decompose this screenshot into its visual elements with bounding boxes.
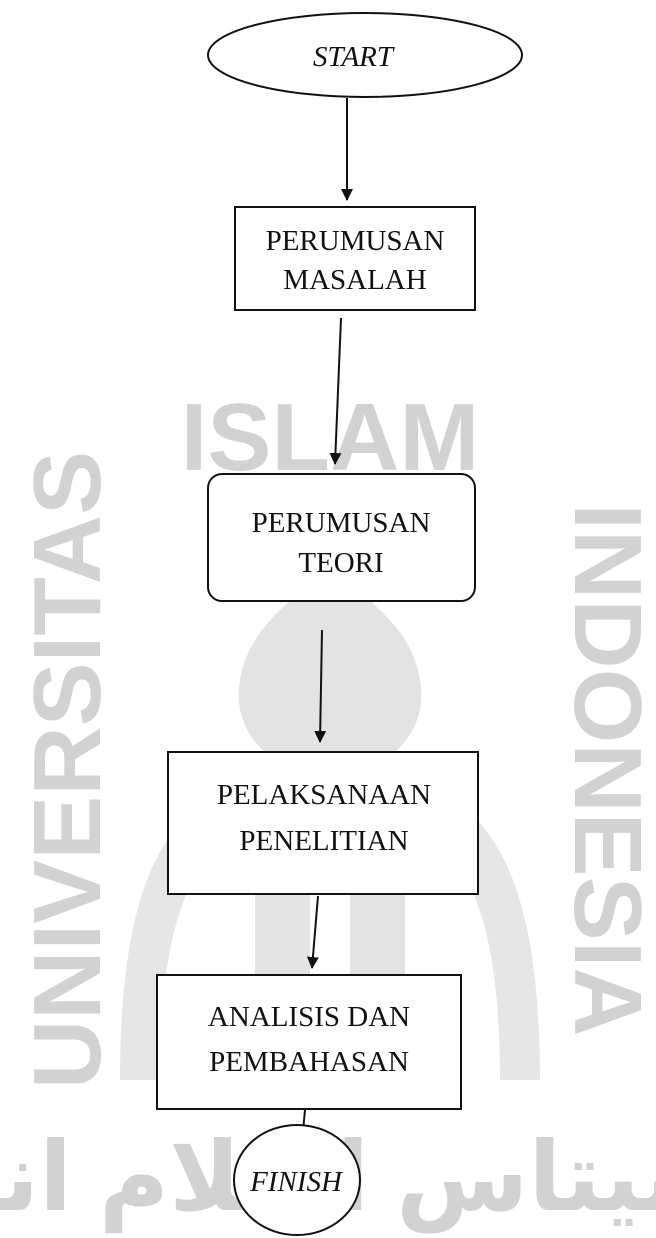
analisis-pembahasan-line-2: PEMBAHASAN (209, 1046, 409, 1078)
finish-label: FINISH (249, 1166, 344, 1198)
pelaksanaan-penelitian-line-1: PELAKSANAAN (217, 779, 431, 811)
watermark-flame-shape (238, 560, 422, 790)
node-pelaksanaan-penelitian: PELAKSANAAN PENELITIAN (167, 751, 479, 895)
node-start: START (207, 12, 523, 98)
start-ellipse (207, 12, 523, 98)
node-perumusan-masalah: PERUMUSAN MASALAH (234, 206, 476, 311)
analisis-pembahasan-box (156, 974, 462, 1110)
perumusan-masalah-line-2: MASALAH (283, 264, 426, 296)
perumusan-teori-box (207, 473, 476, 602)
start-label: START (313, 41, 395, 73)
watermark-right-text: INDONESIA (554, 503, 656, 1036)
pelaksanaan-penelitian-line-2: PENELITIAN (239, 825, 408, 857)
analisis-pembahasan-line-1: ANALISIS DAN (208, 1001, 410, 1033)
node-analisis-pembahasan: ANALISIS DAN PEMBAHASAN (156, 974, 462, 1110)
perumusan-masalah-box (234, 206, 476, 311)
finish-circle (233, 1124, 361, 1236)
edge-masalah-to-teori (329, 317, 342, 465)
watermark-left-text: UNIVERSITAS (14, 451, 121, 1089)
perumusan-teori-line-1: PERUMUSAN (252, 507, 431, 539)
node-perumusan-teori: PERUMUSAN TEORI (207, 473, 476, 602)
edge-pelaksanaan-to-analisis (306, 895, 319, 969)
perumusan-masalah-line-1: PERUMUSAN (266, 225, 445, 257)
watermark: ISLAM UNIVERSITAS INDONESIA يونيۏرسيتاس … (0, 384, 656, 1234)
pelaksanaan-penelitian-box (167, 751, 479, 895)
node-finish: FINISH (233, 1124, 361, 1236)
edge-teori-to-pelaksanaan (314, 629, 327, 743)
perumusan-teori-line-2: TEORI (298, 547, 383, 579)
